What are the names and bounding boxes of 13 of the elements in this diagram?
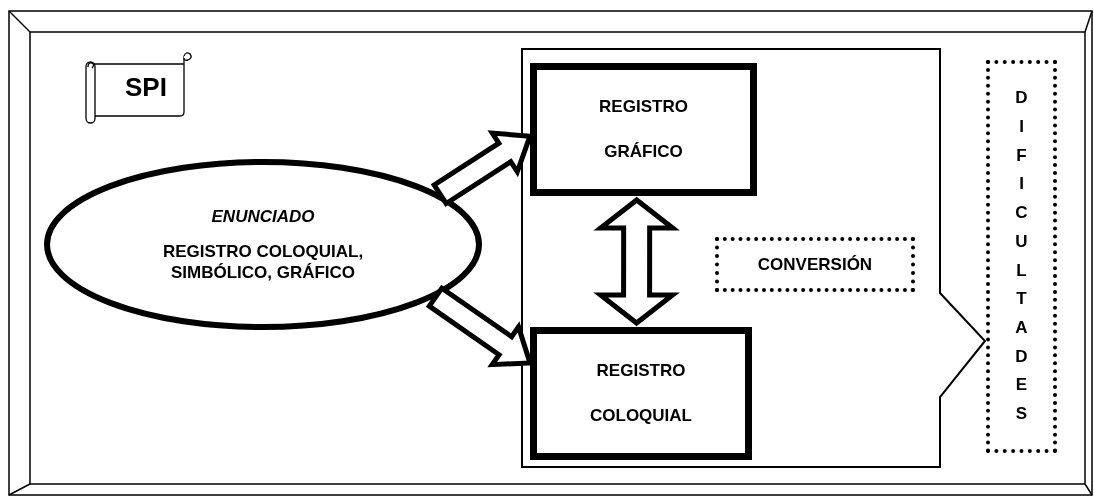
block-arrow <box>593 196 680 327</box>
dotted-box <box>715 237 915 292</box>
box-label: CONVERSIÓN <box>757 253 873 276</box>
process-box <box>530 63 757 196</box>
dotted-box <box>986 60 1057 453</box>
process-box <box>530 327 752 460</box>
callout-panel <box>522 49 985 467</box>
body-text: REGISTRO COLOQUIAL, SIMBÓLICO, GRÁFICO <box>161 240 365 284</box>
box-label: REGISTRO COLOQUIAL <box>589 360 693 427</box>
ellipse-node <box>44 159 482 330</box>
box-label: DIFICULTADES <box>1015 87 1028 425</box>
heading-text: ENUNCIADO <box>211 205 315 227</box>
box-label: REGISTRO GRÁFICO <box>598 96 689 163</box>
